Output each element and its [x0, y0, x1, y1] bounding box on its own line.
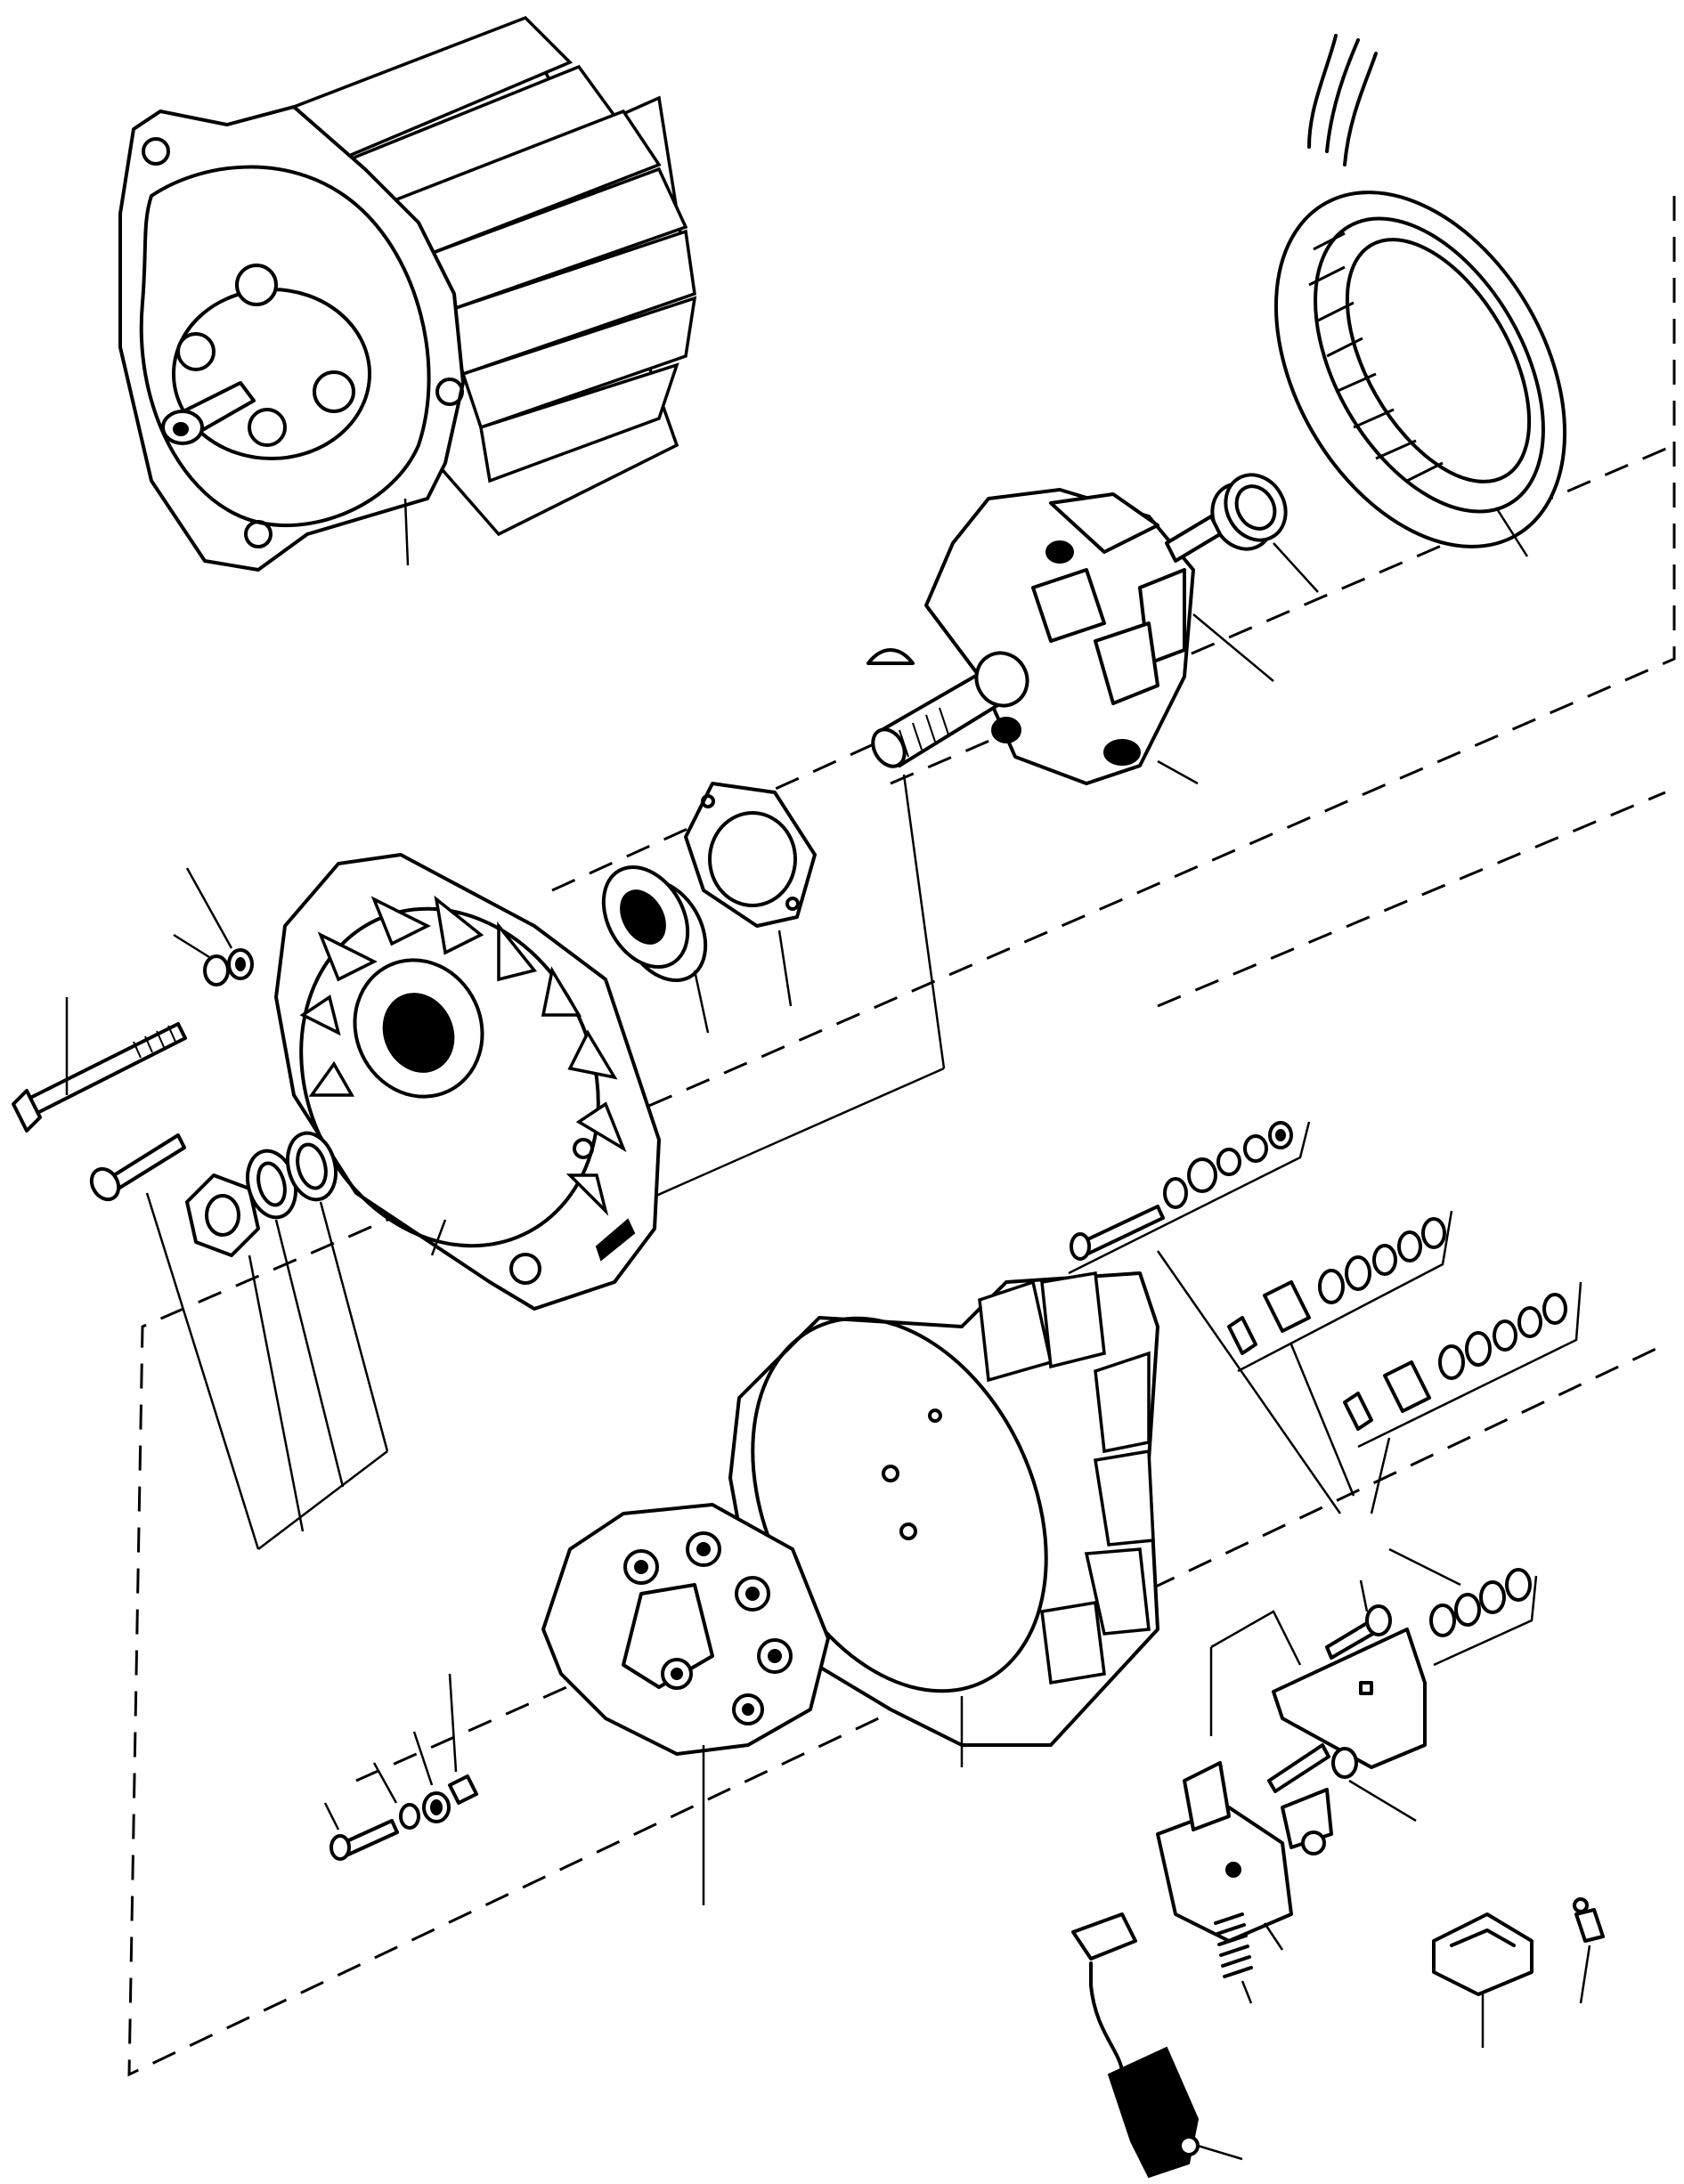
small-terminal	[1573, 1897, 1605, 2004]
terminal-bolt-set	[1068, 1121, 1342, 1514]
terminal-block	[1432, 1912, 1533, 2048]
slip-ring-end-frame	[728, 1271, 1159, 1767]
small-screw-set	[323, 1673, 478, 1861]
woodruff-key	[866, 648, 915, 665]
drive-end-frame	[274, 853, 661, 1311]
washer-small	[173, 867, 254, 986]
capacitor-lead	[1071, 1912, 1243, 2179]
through-bolt	[12, 997, 187, 1133]
bearing-retainer-plate	[684, 782, 817, 1007]
mount-hole-right	[435, 378, 464, 406]
rectifier-plate	[541, 1503, 830, 1905]
needle-bearing	[1210, 473, 1319, 593]
nut	[185, 1173, 305, 1532]
brush-holder	[1156, 1743, 1417, 1951]
insulator-set-b	[1343, 1281, 1582, 1514]
brush-spring	[1214, 1912, 1253, 2004]
insulator-set-a	[1227, 1210, 1453, 1497]
cover-plate	[1209, 1579, 1427, 1769]
stator-bore	[1345, 238, 1532, 483]
housing-front	[118, 15, 697, 572]
flat-washer	[286, 1131, 389, 1452]
rotor	[480, 488, 1274, 1275]
ball-bearing	[601, 865, 710, 1034]
screw	[89, 1133, 260, 1550]
mount-hole-top	[142, 137, 170, 166]
leader-group-left	[257, 1450, 388, 1550]
mount-hole-bottom	[244, 520, 273, 548]
stator	[1273, 34, 1567, 557]
terminal-nut-set	[1388, 1547, 1538, 1667]
